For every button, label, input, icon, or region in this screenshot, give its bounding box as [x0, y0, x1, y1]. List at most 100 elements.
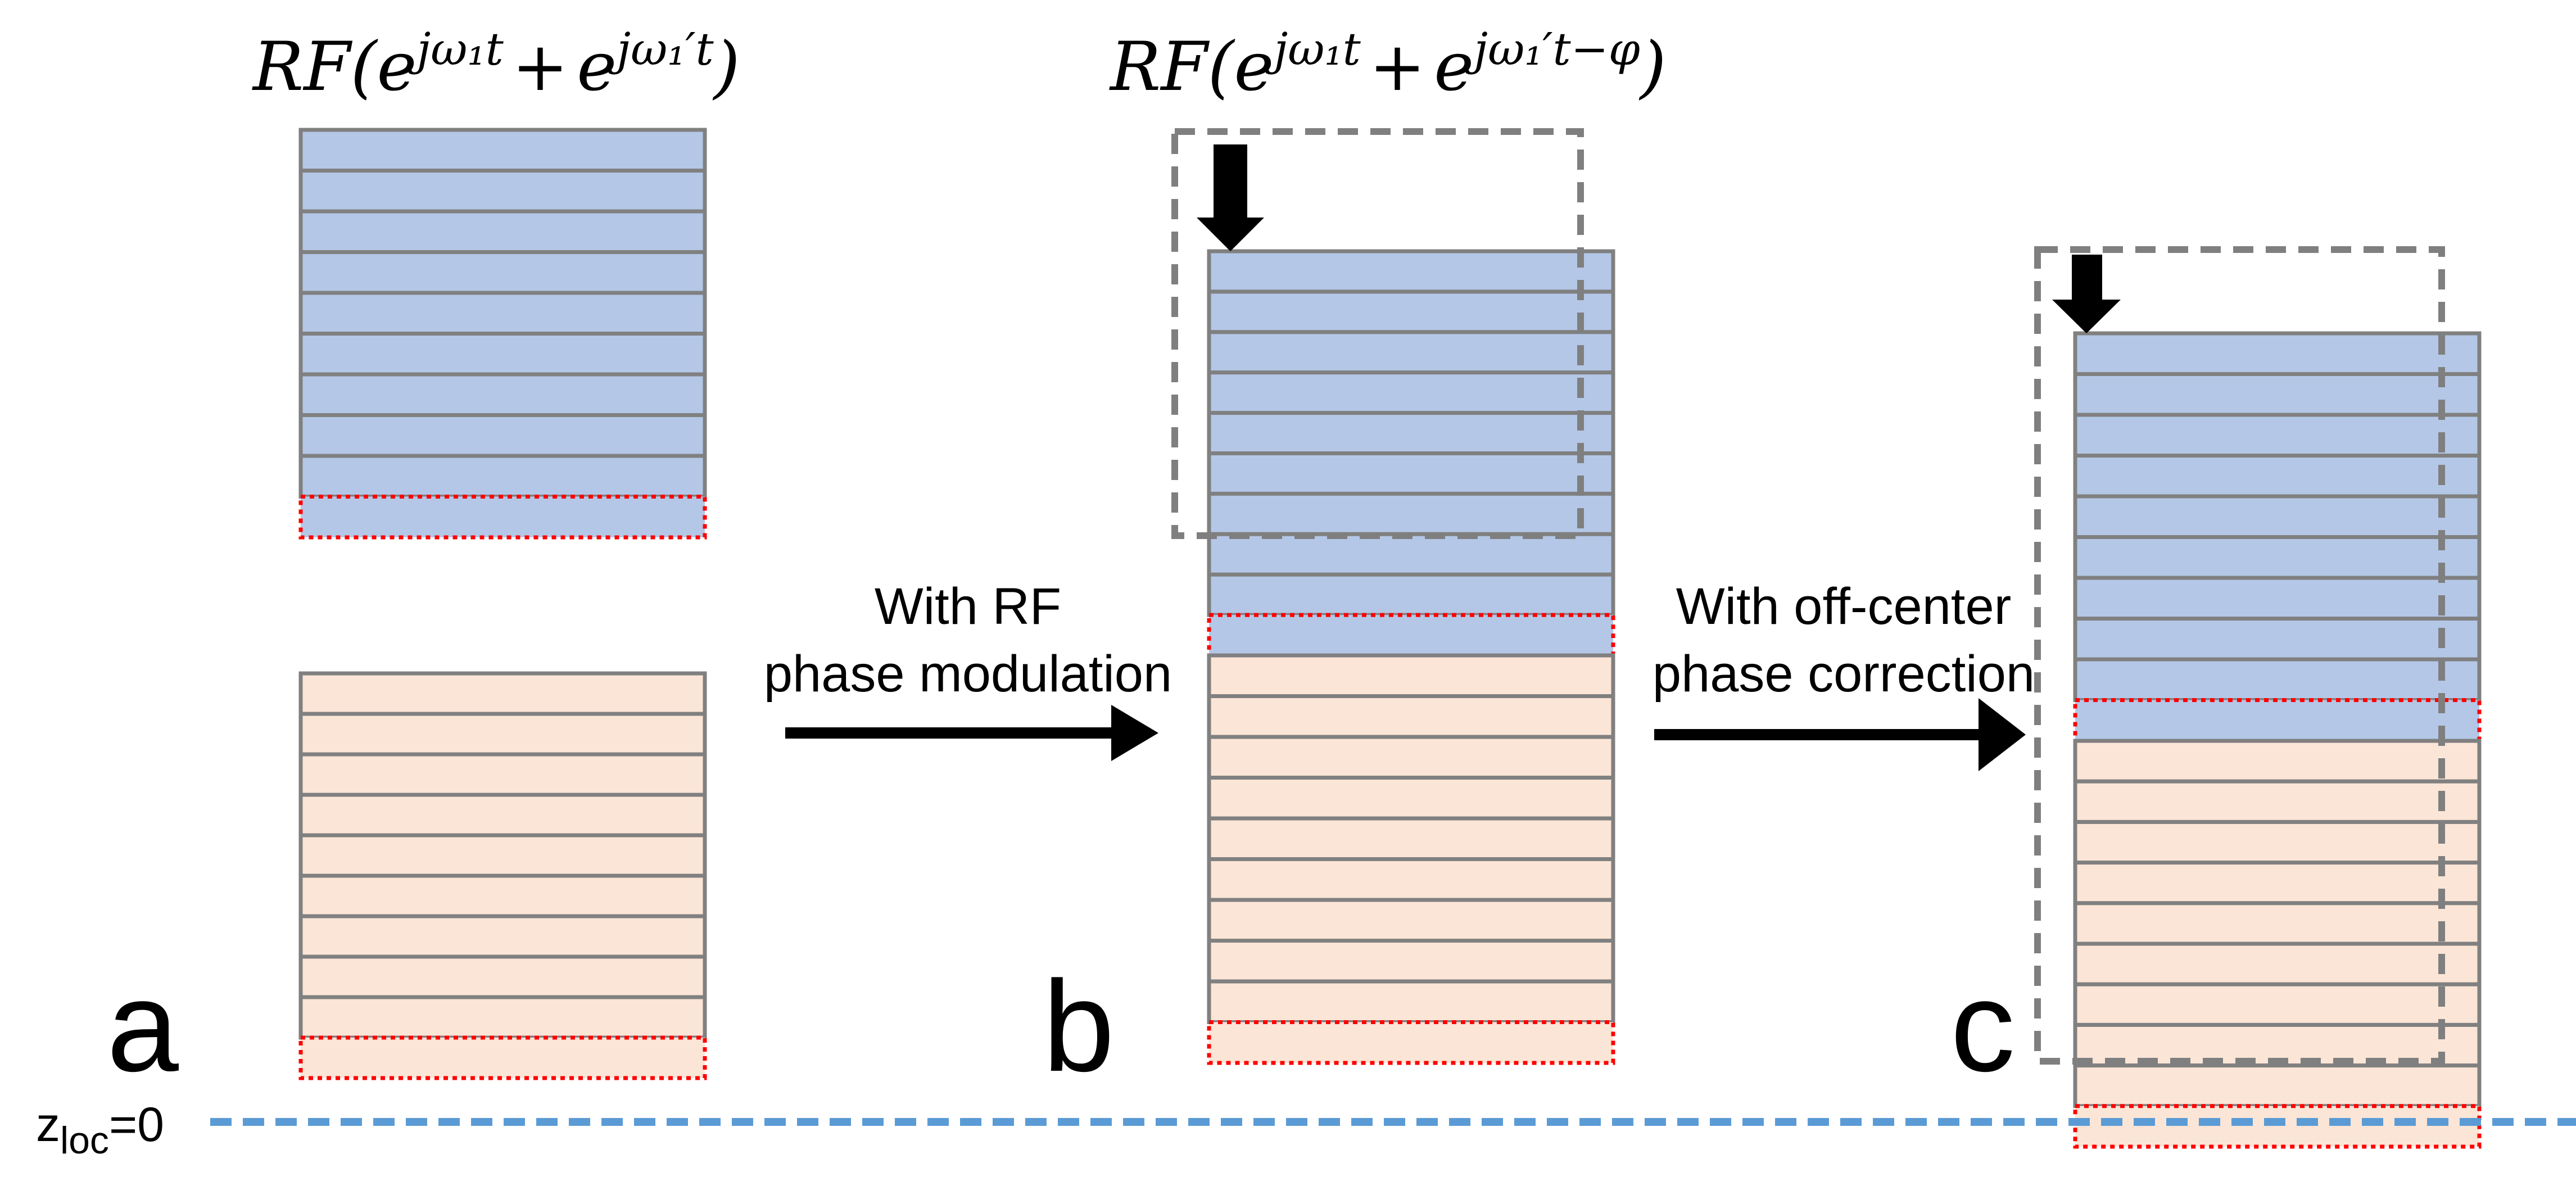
slab-band — [1207, 532, 1615, 577]
panel-letter-b: b — [1043, 954, 1115, 1098]
formula-a-plus: + — [512, 28, 569, 106]
slab-band — [298, 873, 707, 918]
transition-2-line2: phase correction — [1653, 645, 2035, 703]
slab-band — [1207, 939, 1615, 984]
panel-a-orange-slab-stack — [298, 671, 707, 1080]
right-arrow-icon — [1654, 698, 2026, 771]
svg-text:RF(ejω₁t+ejω₁′t): RF(ejω₁t+ejω₁′t) — [252, 23, 740, 106]
formula-a-suffix: ) — [712, 28, 740, 106]
slab-band — [1207, 776, 1615, 821]
slab-band — [298, 291, 707, 336]
slab-band — [1207, 694, 1615, 739]
formula-b-term2-exp: jω₁′t−φ — [1465, 23, 1640, 75]
slab-band — [298, 332, 707, 377]
formula-b-term2-base: e — [1434, 28, 1474, 106]
slab-band — [2073, 535, 2482, 580]
slab-band — [1207, 979, 1615, 1024]
slab-band — [2073, 861, 2482, 906]
transition-2-line1: With off-center — [1676, 578, 2012, 635]
transition-1-line1: With RF — [875, 578, 1061, 635]
right-arrow-icon — [785, 705, 1158, 761]
slab-band — [1207, 451, 1615, 496]
slab-band — [1207, 330, 1615, 375]
slab-band — [1207, 898, 1615, 943]
highlighted-slab-band — [2073, 1104, 2482, 1149]
formula-panel-b: RF(ejω₁t+ejω₁′t−φ) — [1109, 23, 1667, 106]
down-arrow-icon — [1197, 144, 1264, 251]
formula-b-term1-base: e — [1234, 28, 1274, 106]
formula-a-term1-base: e — [377, 28, 416, 106]
slab-band — [298, 372, 707, 417]
formula-panel-a: RF(ejω₁t+ejω₁′t) — [252, 23, 740, 106]
transition-off-center-phase-correction: With off-center phase correction — [1653, 578, 2035, 771]
highlighted-slab-band — [298, 1035, 707, 1080]
slab-band — [2073, 982, 2482, 1027]
zloc-label: zloc=0 — [36, 1098, 164, 1162]
slab-band — [2073, 331, 2482, 376]
highlighted-slab-band — [298, 495, 707, 540]
panel-b-original-position-outline — [1171, 128, 1584, 539]
slab-band — [298, 793, 707, 838]
panel-c-blue-slab-stack — [2073, 331, 2482, 743]
slab-band — [298, 209, 707, 254]
slab-band — [2073, 617, 2482, 662]
slab-band — [1207, 857, 1615, 902]
slab-band — [298, 954, 707, 999]
slab-band — [298, 169, 707, 214]
slab-band — [298, 752, 707, 797]
transition-1-line2: phase modulation — [764, 645, 1172, 703]
down-arrow-icon — [2052, 255, 2121, 333]
formula-b-prefix: RF( — [1109, 28, 1235, 106]
svg-text:RF(ejω₁t+ejω₁′t−φ): RF(ejω₁t+ejω₁′t−φ) — [1109, 23, 1667, 106]
formula-a-term2-base: e — [577, 28, 617, 106]
slab-band — [2073, 372, 2482, 417]
slab-band — [2073, 454, 2482, 499]
slab-band — [298, 712, 707, 757]
slab-band — [2073, 901, 2482, 946]
highlighted-slab-band — [2073, 698, 2482, 743]
panel-letter-c: c — [1950, 954, 2015, 1098]
slab-band — [1207, 289, 1615, 334]
slab-band — [2073, 739, 2482, 784]
slab-band — [1207, 735, 1615, 780]
slab-band — [1207, 249, 1615, 294]
panel-b-orange-slab-stack — [1207, 653, 1615, 1065]
slab-band — [298, 454, 707, 499]
slab-band — [2073, 657, 2482, 702]
slab-band — [298, 833, 707, 878]
formula-b-suffix: ) — [1638, 28, 1667, 106]
slab-band — [2073, 779, 2482, 824]
zloc-label-sub: loc — [60, 1119, 109, 1162]
slab-band — [298, 914, 707, 959]
formula-a-term1-exp: jω₁t — [408, 23, 504, 75]
slab-band — [2073, 941, 2482, 986]
formula-a-term2-exp: jω₁′t — [608, 23, 714, 75]
formula-b-plus: + — [1369, 28, 1426, 106]
slab-band — [1207, 653, 1615, 698]
panel-a-blue-slab-stack — [298, 128, 707, 540]
slab-band — [298, 250, 707, 295]
slab-band — [1207, 370, 1615, 415]
slab-band — [2073, 576, 2482, 621]
highlighted-slab-band — [1207, 1020, 1615, 1065]
zloc-label-value: =0 — [109, 1098, 164, 1152]
slab-band — [2073, 413, 2482, 458]
panel-c-original-position-outline — [2034, 246, 2445, 1065]
slab-band — [1207, 816, 1615, 861]
slab-stacks — [298, 128, 2482, 1149]
slab-band — [2073, 820, 2482, 865]
panel-c-orange-slab-stack — [2073, 739, 2482, 1149]
slab-band — [2073, 1063, 2482, 1108]
panel-letter-a: a — [107, 954, 179, 1098]
slab-band — [298, 995, 707, 1040]
highlighted-slab-band — [1207, 613, 1615, 658]
zloc-label-main: z — [36, 1098, 60, 1152]
formula-b-term1-exp: jω₁t — [1265, 23, 1361, 75]
panel-b-blue-slab-stack — [1207, 249, 1615, 658]
transition-rf-phase-modulation: With RF phase modulation — [764, 578, 1172, 761]
slab-band — [298, 671, 707, 716]
slab-band — [2073, 494, 2482, 539]
formula-a-prefix: RF( — [252, 28, 378, 106]
slab-band — [298, 128, 707, 173]
